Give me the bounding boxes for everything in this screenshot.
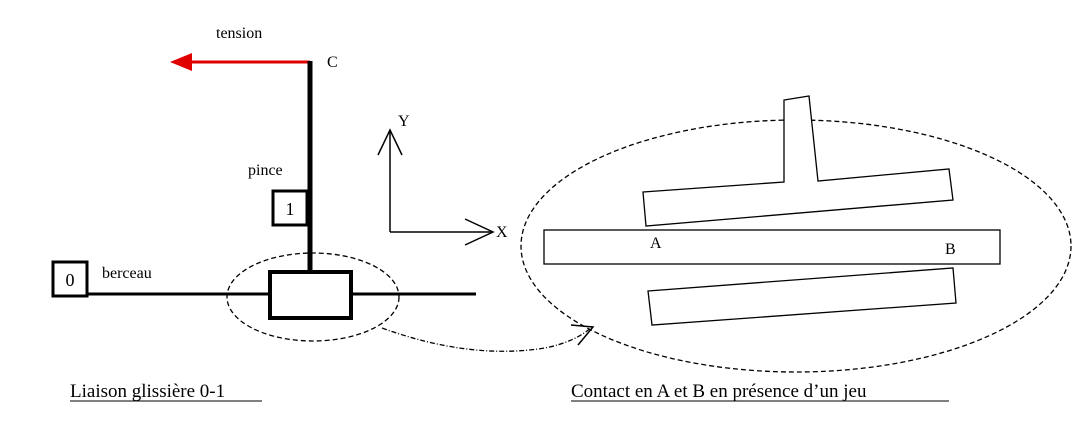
part-1-box: [271, 189, 309, 227]
part-0-number: 0: [66, 270, 75, 290]
part-1-number: 1: [286, 199, 295, 219]
axis-y-label: Y: [398, 113, 410, 130]
pince-label: pince: [248, 162, 283, 179]
zoom-connector: [381, 326, 593, 352]
caption-right: Contact en A et B en présence d’un jeu: [571, 381, 867, 402]
part-0-box: [51, 260, 89, 298]
zoom-arrowhead: [570, 324, 595, 346]
berceau-label: berceau: [102, 265, 152, 282]
caption-left: Liaison glissière 0-1: [70, 381, 225, 402]
lower-piece: [647, 267, 957, 326]
tension-arrow: [170, 53, 310, 71]
upper-t-piece: [642, 95, 954, 227]
tension-label: tension: [216, 25, 262, 42]
point-c-label: C: [327, 54, 338, 71]
point-a-label: A: [650, 235, 662, 252]
point-b-label: B: [945, 241, 956, 258]
detail-ellipse-small: [226, 252, 400, 342]
axis-frame: [377, 128, 495, 246]
slider-block: [268, 270, 353, 320]
axis-x-label: X: [496, 224, 508, 241]
guide-bar: [543, 229, 1001, 265]
